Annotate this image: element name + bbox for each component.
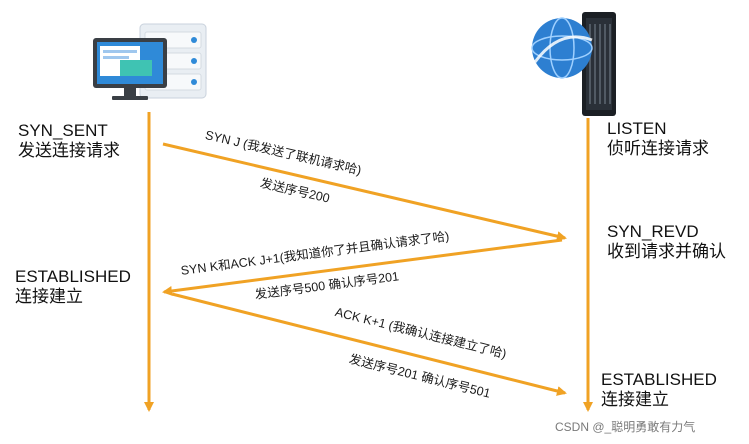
server-state-desc: 侦听连接请求 [607, 139, 709, 159]
server-state-name: ESTABLISHED [601, 370, 717, 389]
client-state-desc: 连接建立 [15, 287, 83, 307]
server-state-name: SYN_REVD [607, 222, 699, 241]
syn-arrow [162, 142, 567, 242]
client-state-desc: 发送连接请求 [18, 141, 120, 161]
server-state-listen: LISTEN 侦听连接请求 [607, 119, 709, 160]
syn-ack-arrow [162, 238, 563, 296]
desktop-computer-icon [93, 23, 207, 100]
server-state-syn-revd: SYN_REVD 收到请求并确认 [607, 222, 726, 263]
globe-icon [531, 17, 593, 79]
client-state-syn-sent: SYN_SENT 发送连接请求 [18, 121, 120, 162]
csdn-watermark: CSDN @_聪明勇敢有力气 [555, 420, 696, 434]
client-state-established: ESTABLISHED 连接建立 [15, 267, 131, 308]
server-state-name: LISTEN [607, 119, 667, 138]
client-state-name: SYN_SENT [18, 121, 108, 140]
ack-arrow [171, 292, 567, 396]
server-state-desc: 收到请求并确认 [607, 242, 726, 262]
server-state-desc: 连接建立 [601, 390, 669, 410]
client-state-name: ESTABLISHED [15, 267, 131, 286]
server-state-established: ESTABLISHED 连接建立 [601, 370, 717, 411]
